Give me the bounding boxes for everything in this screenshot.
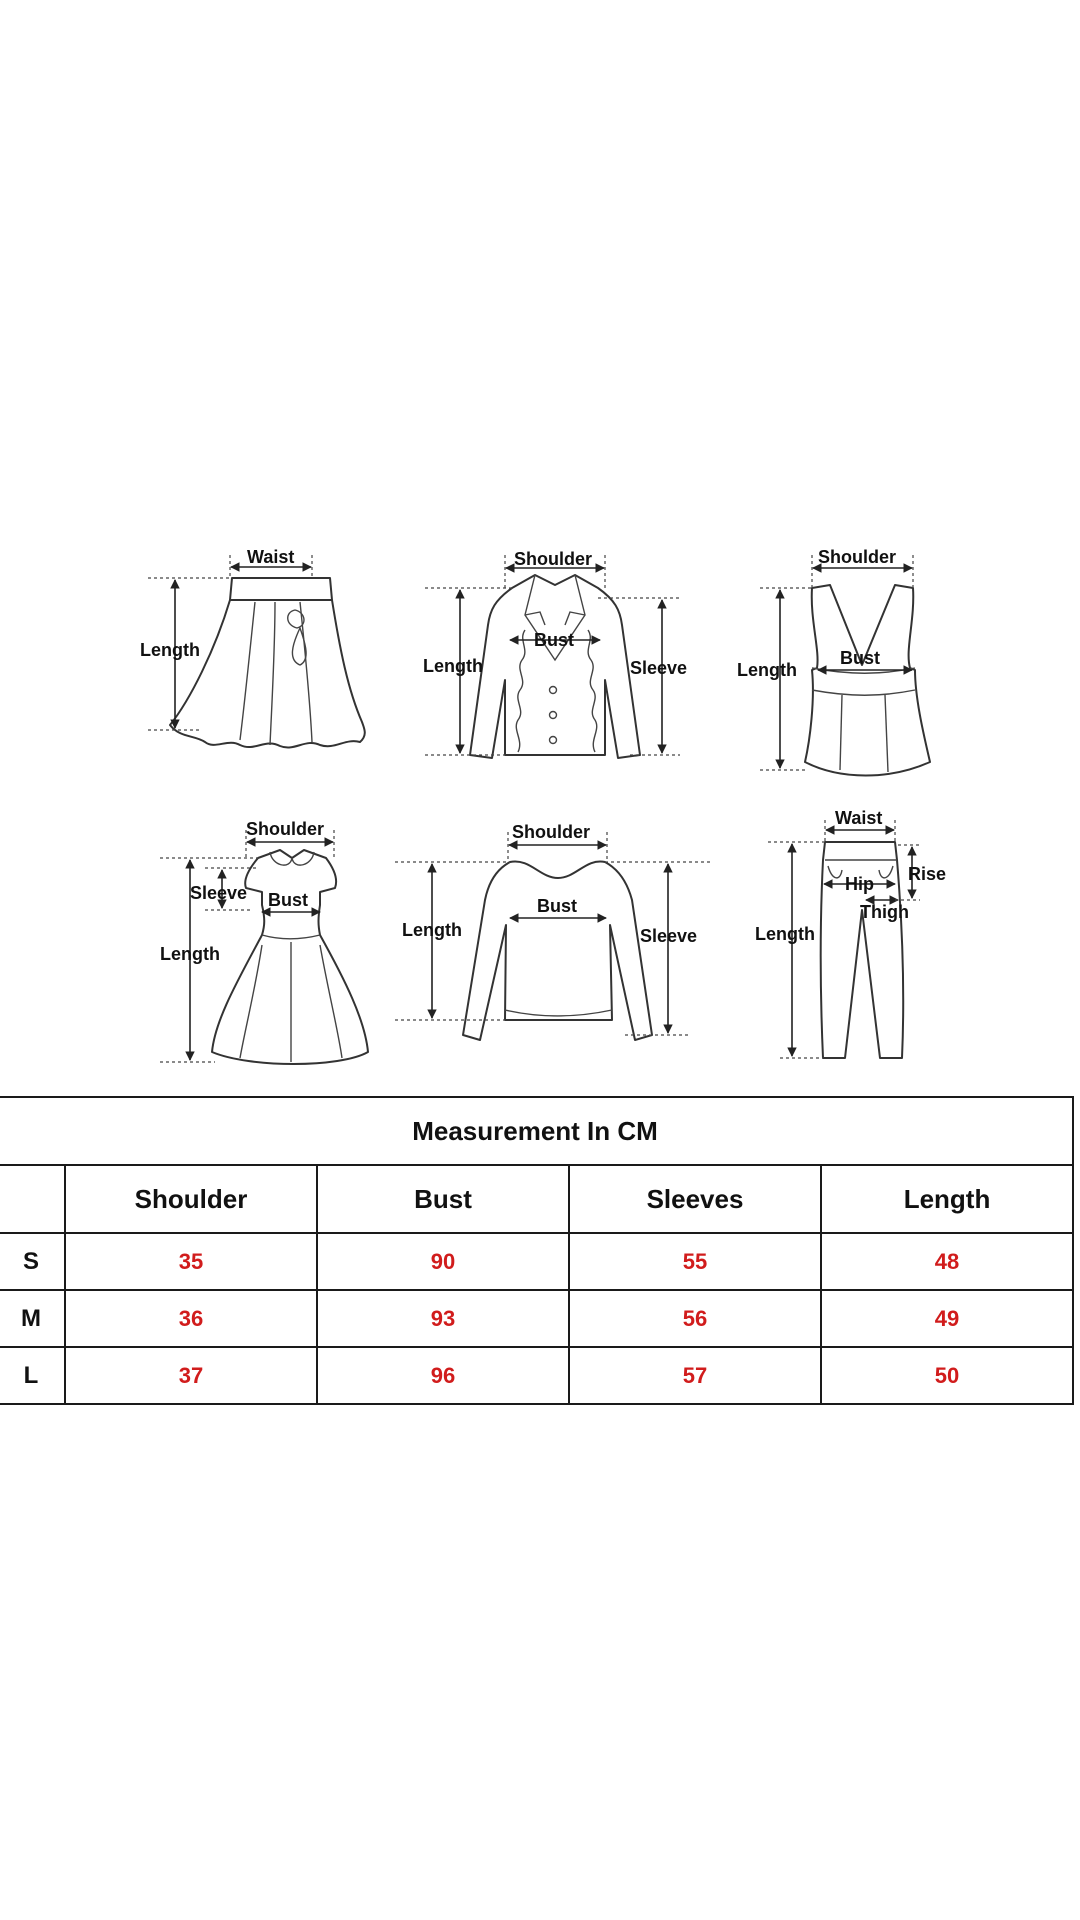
pants-waist-label: Waist: [835, 808, 882, 828]
table-header-row: Shoulder Bust Sleeves Length: [0, 1164, 1075, 1234]
diagram-svg: Waist Length Shoulder Bust Length Sleeve: [140, 547, 946, 1065]
table-title-row: Measurement In CM: [0, 1096, 1075, 1166]
pants-hip-label: Hip: [845, 874, 874, 894]
sleeves-value: 56: [568, 1289, 822, 1348]
jacket-sleeve-label: Sleeve: [630, 658, 687, 678]
vest-bust-label: Bust: [840, 648, 880, 668]
table-row: S 35 90 55 48: [0, 1232, 1075, 1291]
length-value: 50: [819, 1346, 1075, 1405]
size-label: M: [0, 1289, 66, 1348]
shoulder-value: 37: [64, 1346, 318, 1405]
header-length: Length: [819, 1164, 1075, 1234]
skirt-waist-label: Waist: [247, 547, 294, 567]
jacket-shoulder-label: Shoulder: [514, 549, 592, 569]
bust-value: 96: [316, 1346, 570, 1405]
pants-thigh-label: Thigh: [860, 902, 909, 922]
shoulder-value: 36: [64, 1289, 318, 1348]
header-bust: Bust: [316, 1164, 570, 1234]
header-shoulder: Shoulder: [64, 1164, 318, 1234]
skirt-length-label: Length: [140, 640, 200, 660]
header-sleeves: Sleeves: [568, 1164, 822, 1234]
sleeves-value: 57: [568, 1346, 822, 1405]
vest-diagram: Shoulder Bust Length: [737, 547, 931, 777]
size-chart-table: Measurement In CM Shoulder Bust Sleeves …: [0, 1096, 1075, 1405]
sleeves-value: 55: [568, 1232, 822, 1291]
table-row: L 37 96 57 50: [0, 1346, 1075, 1405]
table-title: Measurement In CM: [0, 1096, 1075, 1166]
sweater-shoulder-label: Shoulder: [512, 822, 590, 842]
sweater-diagram: Shoulder Bust Length Sleeve: [395, 822, 710, 1041]
dress-bust-label: Bust: [268, 890, 308, 910]
dress-length-label: Length: [160, 944, 220, 964]
bust-value: 90: [316, 1232, 570, 1291]
vest-shoulder-label: Shoulder: [818, 547, 896, 567]
bust-value: 93: [316, 1289, 570, 1348]
jacket-length-label: Length: [423, 656, 483, 676]
pants-length-label: Length: [755, 924, 815, 944]
skirt-diagram: Waist Length: [140, 547, 366, 749]
size-label: S: [0, 1232, 66, 1291]
sweater-bust-label: Bust: [537, 896, 577, 916]
garment-measurement-diagram: Waist Length Shoulder Bust Length Sleeve: [140, 547, 946, 1065]
shoulder-value: 35: [64, 1232, 318, 1291]
table-row: M 36 93 56 49: [0, 1289, 1075, 1348]
jacket-diagram: Shoulder Bust Length Sleeve: [423, 549, 687, 759]
header-size-cell: [0, 1164, 66, 1234]
size-label: L: [0, 1346, 66, 1405]
dress-shoulder-label: Shoulder: [246, 819, 324, 839]
pants-diagram: Waist Rise Hip Thigh Length: [755, 808, 946, 1059]
vest-length-label: Length: [737, 660, 797, 680]
sweater-sleeve-label: Sleeve: [640, 926, 697, 946]
jacket-bust-label: Bust: [534, 630, 574, 650]
length-value: 48: [819, 1232, 1075, 1291]
sweater-length-label: Length: [402, 920, 462, 940]
dress-diagram: Shoulder Sleeve Bust Length: [160, 819, 369, 1065]
pants-rise-label: Rise: [908, 864, 946, 884]
length-value: 49: [819, 1289, 1075, 1348]
dress-sleeve-label: Sleeve: [190, 883, 247, 903]
